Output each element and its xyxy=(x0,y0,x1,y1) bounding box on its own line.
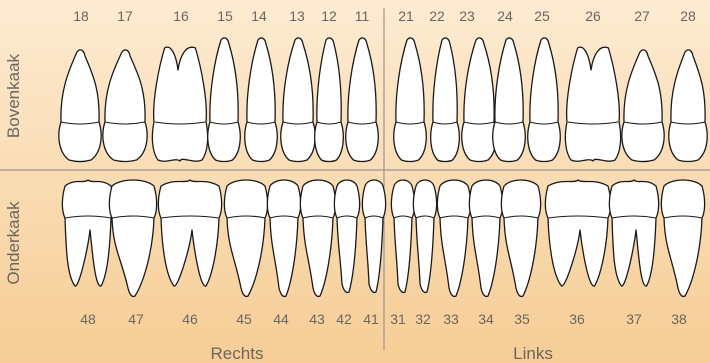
tooth-number-28: 28 xyxy=(680,8,696,24)
tooth-number-32: 32 xyxy=(415,311,431,327)
tooth-number-25: 25 xyxy=(534,8,550,24)
tooth-number-37: 37 xyxy=(626,311,642,327)
tooth-16 xyxy=(152,47,207,161)
tooth-number-42: 42 xyxy=(336,311,352,327)
tooth-number-34: 34 xyxy=(478,311,494,327)
right-side-label: Rechts xyxy=(211,344,264,363)
tooth-number-15: 15 xyxy=(217,8,233,24)
tooth-number-45: 45 xyxy=(236,311,252,327)
tooth-number-31: 31 xyxy=(390,311,406,327)
tooth-number-22: 22 xyxy=(429,8,445,24)
tooth-number-11: 11 xyxy=(355,8,370,24)
tooth-number-14: 14 xyxy=(251,8,267,24)
tooth-number-27: 27 xyxy=(634,8,650,24)
tooth-number-46: 46 xyxy=(182,311,198,327)
tooth-number-33: 33 xyxy=(443,311,459,327)
tooth-26 xyxy=(565,47,620,161)
tooth-number-13: 13 xyxy=(289,8,305,24)
tooth-number-16: 16 xyxy=(173,8,189,24)
tooth-number-24: 24 xyxy=(497,8,513,24)
upper-jaw-label: Bovenkaak xyxy=(4,53,23,138)
tooth-number-43: 43 xyxy=(309,311,325,327)
tooth-number-35: 35 xyxy=(514,311,530,327)
tooth-number-26: 26 xyxy=(585,8,601,24)
left-side-label: Links xyxy=(513,344,553,363)
lower-jaw-label: Onderkaak xyxy=(4,201,23,285)
tooth-number-48: 48 xyxy=(80,311,96,327)
tooth-number-23: 23 xyxy=(459,8,475,24)
tooth-number-17: 17 xyxy=(117,8,133,24)
tooth-number-36: 36 xyxy=(569,311,585,327)
tooth-number-47: 47 xyxy=(128,311,144,327)
tooth-number-18: 18 xyxy=(73,8,89,24)
tooth-number-44: 44 xyxy=(273,311,289,327)
tooth-number-12: 12 xyxy=(321,8,337,24)
tooth-number-41: 41 xyxy=(363,311,379,327)
tooth-number-21: 21 xyxy=(398,8,414,24)
tooth-number-38: 38 xyxy=(671,311,687,327)
